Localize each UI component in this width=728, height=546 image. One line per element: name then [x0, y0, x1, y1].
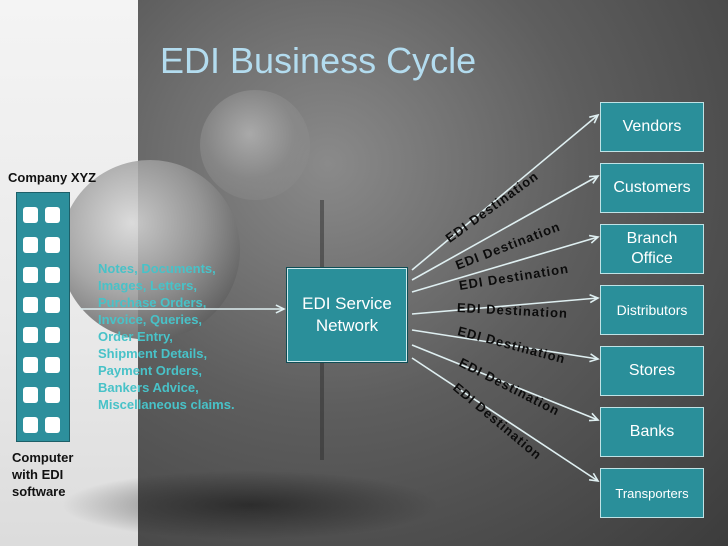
building-window [45, 207, 60, 223]
destination-label-line: Office [631, 250, 673, 267]
building-window [23, 267, 38, 283]
building-window [23, 387, 38, 403]
document-type: Invoice, Queries, [98, 312, 203, 327]
document-flow-arrow [80, 304, 286, 314]
company-label: Company XYZ [8, 170, 97, 185]
destination-vendors: Vendors [600, 102, 704, 152]
network-label-line: EDI Service [302, 294, 392, 313]
building-window [23, 207, 38, 223]
document-type: Shipment Details, [98, 346, 208, 361]
document-type: Images, Letters, [98, 278, 197, 293]
edi-destination-arrow [411, 329, 600, 363]
document-type: Bankers Advice, [98, 380, 199, 395]
building-window [45, 327, 60, 343]
network-label-line: Network [315, 316, 379, 335]
destination-transporters: Transporters [600, 468, 704, 518]
destination-branch-office: Branch Office [600, 224, 704, 274]
building-window [45, 267, 60, 283]
building-window [23, 237, 38, 253]
edi-destination-arrow [411, 357, 600, 483]
company-building-icon [16, 192, 70, 442]
decorative-shadow [60, 470, 440, 540]
document-type: Payment Orders, [98, 363, 203, 378]
document-types-list: Notes, Documents, Images, Letters, Purch… [98, 260, 268, 413]
document-type: Notes, Documents, [98, 261, 216, 276]
computer-label-line: with EDI [12, 467, 64, 482]
destination-stores: Stores [600, 346, 704, 396]
decorative-sphere [200, 90, 310, 200]
computer-label-line: software [12, 484, 66, 499]
destination-label-line: Customers [613, 179, 691, 196]
building-window [45, 417, 60, 433]
building-window [23, 417, 38, 433]
computer-label: Computer with EDI software [12, 449, 92, 500]
page-title: EDI Business Cycle [160, 40, 477, 81]
building-window [45, 237, 60, 253]
document-type: Order Entry, [98, 329, 173, 344]
destination-banks: Banks [600, 407, 704, 457]
document-type: Purchase Orders, [98, 295, 207, 310]
building-window [23, 297, 38, 313]
destination-customers: Customers [600, 163, 704, 213]
edi-destination-arrow [411, 175, 600, 281]
building-window [45, 387, 60, 403]
edi-destination-arrow [411, 344, 600, 422]
document-type: Miscellaneous claims. [98, 397, 235, 412]
destination-label-line: Banks [629, 423, 675, 440]
computer-label-line: Computer [12, 450, 74, 465]
destination-label-line: Vendors [622, 118, 682, 135]
destination-label-line: Branch [626, 230, 678, 247]
destination-label-line: Distributors [616, 302, 688, 318]
edi-destination-arrow [411, 113, 600, 271]
destination-label-line: Stores [628, 362, 676, 379]
building-window [23, 357, 38, 373]
decorative-sphere [60, 160, 240, 340]
destination-distributors: Distributors [600, 285, 704, 335]
building-window [45, 357, 60, 373]
edi-destination-arrow [411, 294, 600, 315]
destination-label-line: Transporters [615, 485, 689, 501]
building-window [45, 297, 60, 313]
building-window [23, 327, 38, 343]
edi-service-network-box: EDI Service Network [286, 267, 408, 363]
edi-destination-arrow [411, 234, 600, 293]
